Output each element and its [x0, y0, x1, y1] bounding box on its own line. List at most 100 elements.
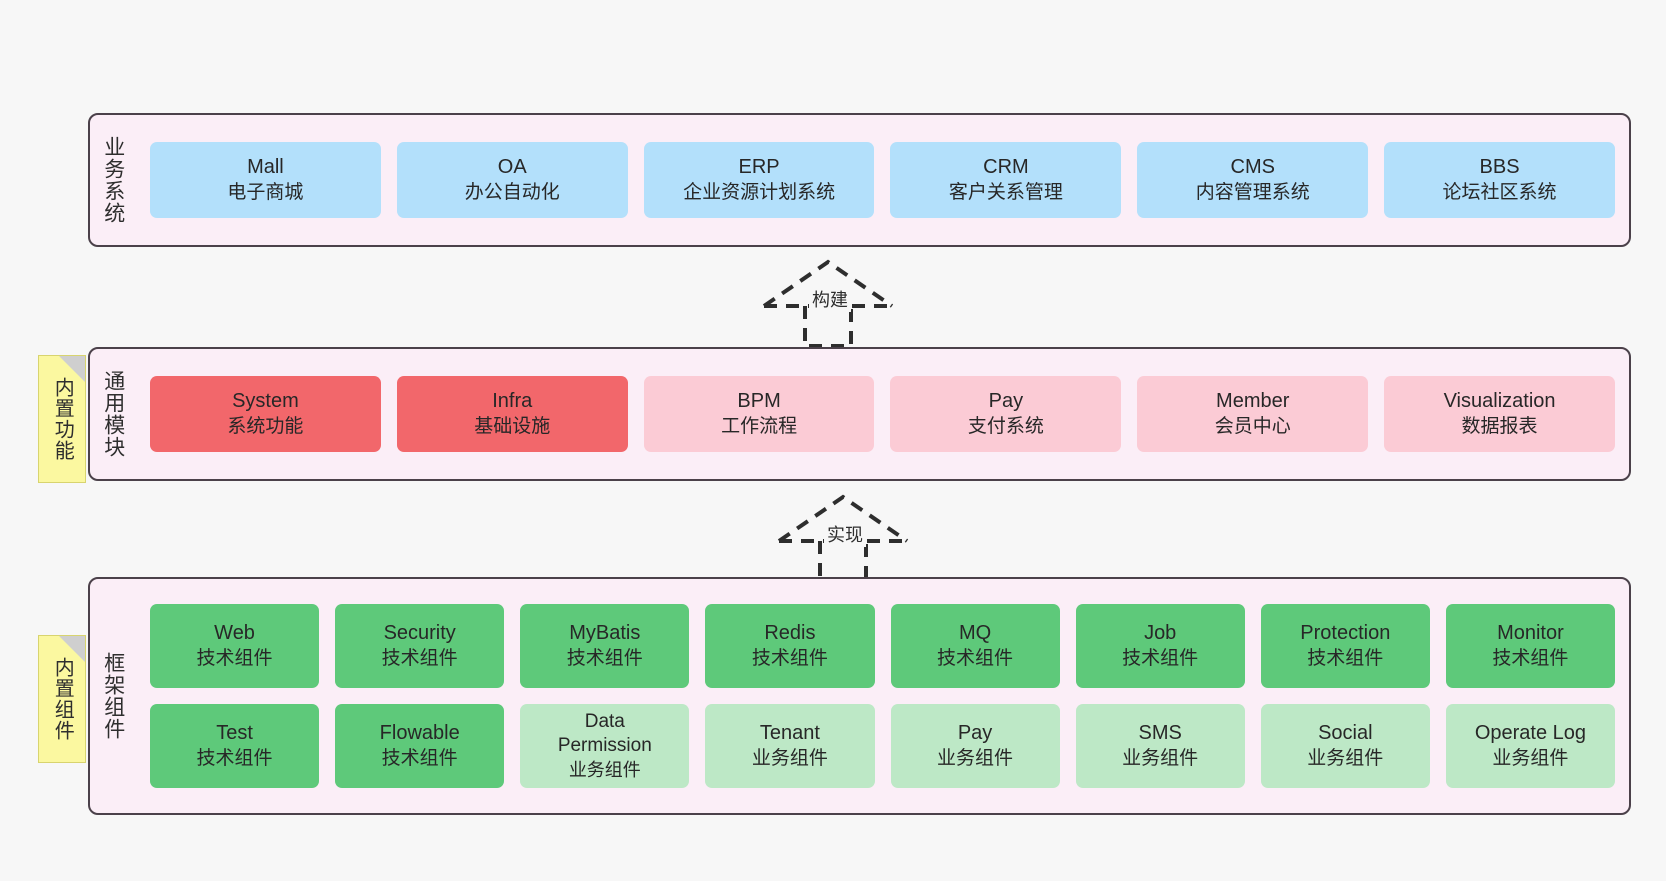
note-builtin-features: 内置功能 — [38, 355, 86, 483]
common-module-card-title: Pay — [988, 390, 1024, 413]
framework-tech-card-subtitle: 技术组件 — [1492, 647, 1569, 669]
business-system-card-subtitle: 论坛社区系统 — [1442, 181, 1557, 203]
framework-tech-card-subtitle: 技术组件 — [1122, 647, 1199, 669]
framework-tech-card-title: Security — [383, 622, 456, 645]
framework-biz-card-title-line2: Permission — [557, 735, 652, 757]
common-module-card-subtitle: 基础设施 — [474, 415, 551, 437]
common-module-card-subtitle: 数据报表 — [1461, 415, 1538, 437]
business-system-card-subtitle: 内容管理系统 — [1195, 181, 1310, 203]
build-arrow-shaft — [803, 306, 853, 348]
framework-biz-card-title: Tenant — [759, 722, 820, 745]
framework-biz-card-subtitle: 业务组件 — [1307, 747, 1384, 769]
note-builtin-components: 内置组件 — [38, 635, 86, 763]
framework-biz-card-subtitle: 技术组件 — [381, 747, 458, 769]
framework-biz-card-subtitle: 业务组件 — [568, 759, 641, 780]
layer-business-system-title: 业务系统 — [101, 136, 125, 224]
framework-tech-card-subtitle: 技术组件 — [1307, 647, 1384, 669]
connector-implement: 实现 — [775, 493, 915, 583]
note-builtin-components-label: 内置组件 — [51, 657, 74, 741]
common-module-card-title: System — [232, 390, 299, 413]
framework-biz-card-subtitle: 业务组件 — [937, 747, 1014, 769]
framework-biz-card-title: Data — [584, 711, 625, 733]
common-module-card-subtitle: 系统功能 — [227, 415, 304, 437]
framework-tech-card-title: Job — [1144, 622, 1177, 645]
common-module-card-subtitle: 会员中心 — [1214, 415, 1291, 437]
business-system-card-title: CMS — [1230, 156, 1275, 179]
framework-biz-card-title: SMS — [1138, 722, 1182, 745]
framework-biz-card-title: Test — [216, 722, 253, 745]
business-system-card-subtitle: 电子商城 — [227, 181, 304, 203]
common-module-card-title: Infra — [492, 390, 533, 413]
framework-tech-card-subtitle: 技术组件 — [566, 647, 643, 669]
framework-tech-card-title: Redis — [764, 622, 816, 645]
business-system-card-subtitle: 企业资源计划系统 — [683, 181, 836, 203]
framework-tech-card-subtitle: 技术组件 — [381, 647, 458, 669]
framework-tech-card-subtitle: 技术组件 — [196, 647, 273, 669]
framework-tech-card-title: Web — [214, 622, 255, 645]
note-fold-icon — [59, 636, 85, 662]
framework-biz-card-subtitle: 业务组件 — [1492, 747, 1569, 769]
common-module-card-title: BPM — [737, 390, 781, 413]
business-system-card-title: OA — [497, 156, 527, 179]
framework-biz-card-subtitle: 业务组件 — [1122, 747, 1199, 769]
framework-biz-card-title: Social — [1318, 722, 1373, 745]
layer-common-modules-title: 通用模块 — [101, 370, 125, 458]
framework-tech-card-title: MQ — [958, 622, 992, 645]
framework-biz-card-title: Flowable — [379, 722, 460, 745]
common-module-card-subtitle: 支付系统 — [967, 415, 1044, 437]
connector-implement-label: 实现 — [824, 521, 866, 547]
framework-tech-card-subtitle: 技术组件 — [751, 647, 828, 669]
note-fold-icon — [59, 356, 85, 382]
business-system-card-title: ERP — [738, 156, 780, 179]
business-system-card-title: CRM — [983, 156, 1029, 179]
connector-build-label: 构建 — [809, 286, 851, 312]
framework-tech-card-title: Protection — [1300, 622, 1391, 645]
connector-build: 构建 — [760, 258, 900, 348]
implement-arrow-shaft — [818, 541, 868, 583]
framework-biz-card-title: Operate Log — [1474, 722, 1587, 745]
common-module-card-title: Member — [1216, 390, 1290, 413]
implement-arrow-head — [777, 494, 909, 543]
framework-tech-card-title: MyBatis — [569, 622, 641, 645]
framework-biz-card-title: Pay — [957, 722, 993, 745]
